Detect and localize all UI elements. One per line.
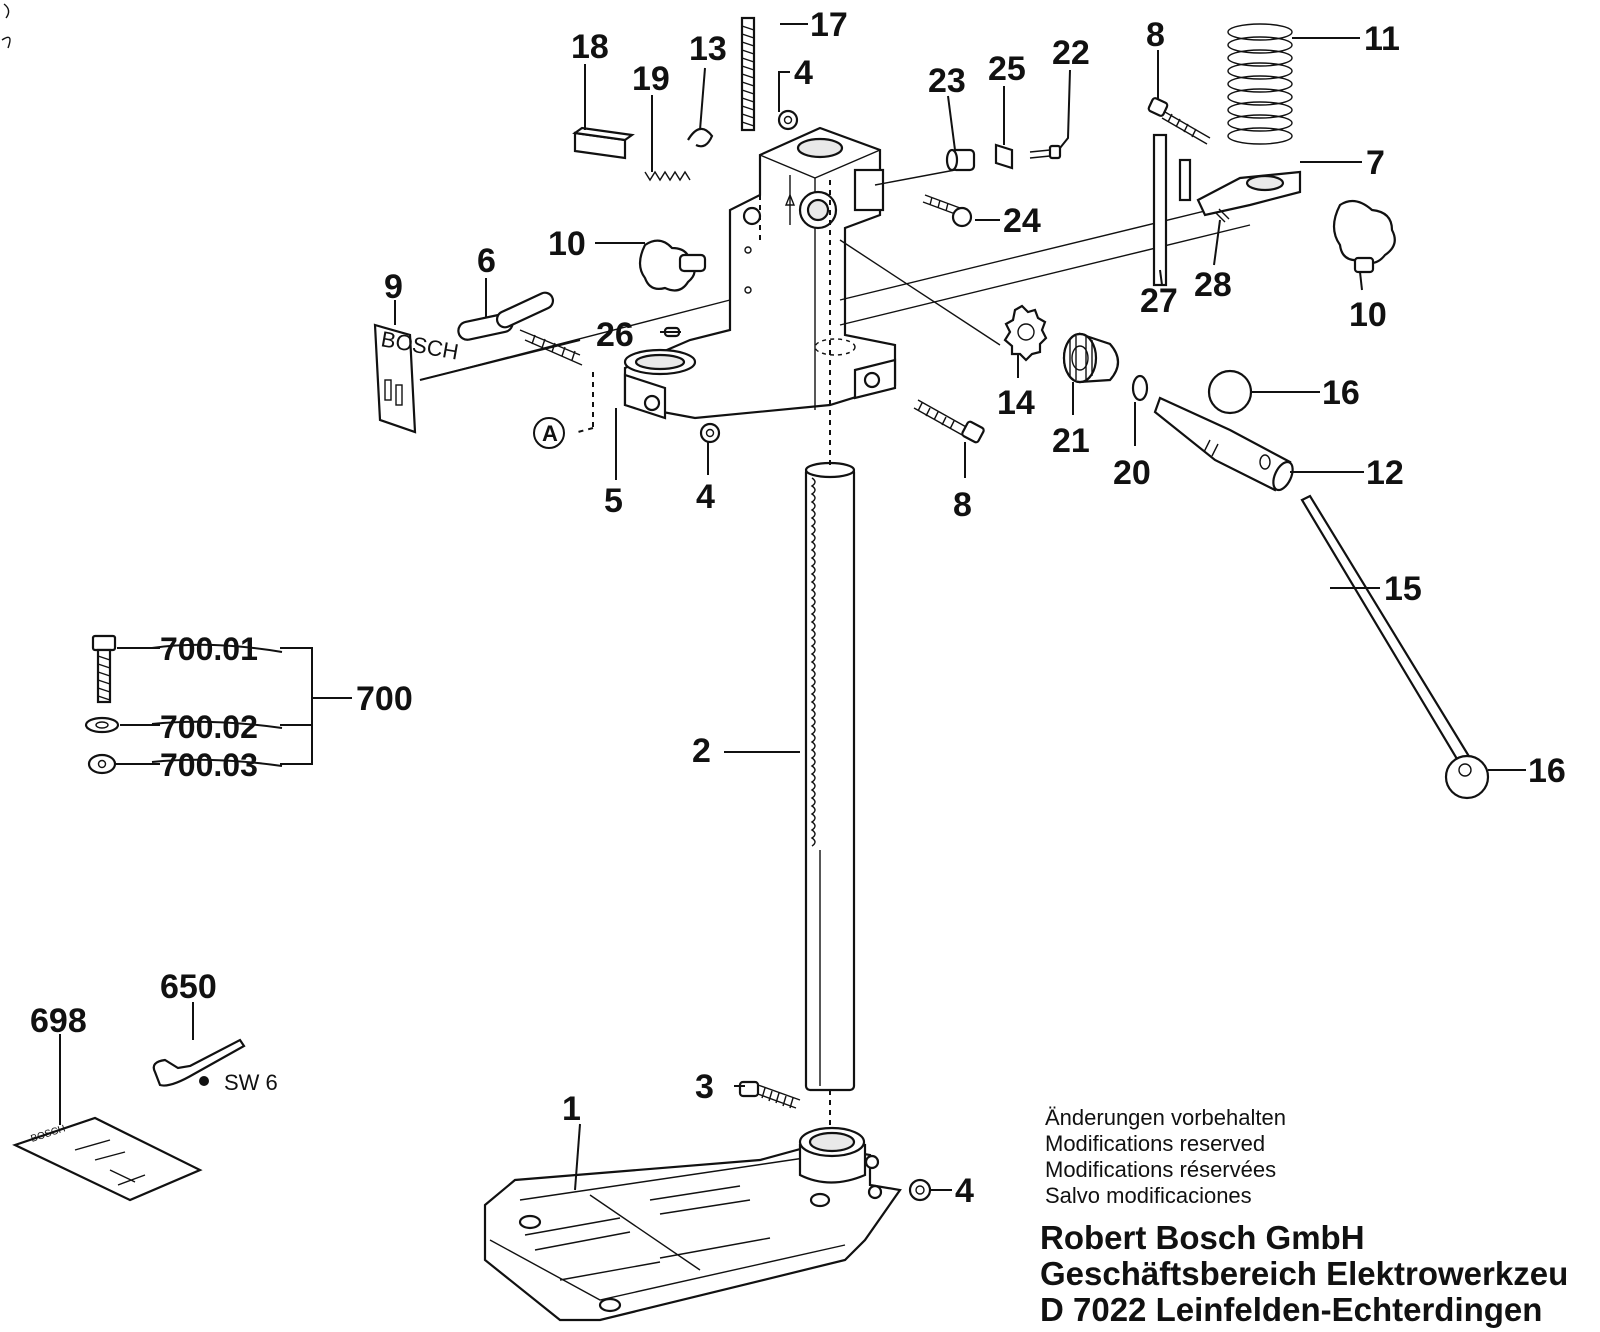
callout-7: 7 bbox=[1366, 144, 1385, 182]
callout-4-mid: 4 bbox=[696, 478, 715, 516]
callout-700-01: 700.01 bbox=[160, 631, 258, 667]
callout-22: 22 bbox=[1052, 34, 1090, 72]
bullet-dot bbox=[199, 1076, 209, 1086]
callout-700-03: 700.03 bbox=[160, 747, 258, 783]
label-plate-9-part: BOSCH bbox=[373, 323, 461, 434]
rod-27-part bbox=[1152, 133, 1168, 287]
construction-lines bbox=[419, 169, 1251, 1130]
company-line: Geschäftsbereich Elektrowerkzeu bbox=[1040, 1255, 1569, 1292]
knob-10-right-part bbox=[1332, 199, 1396, 274]
callout-18: 18 bbox=[571, 28, 609, 66]
callout-21: 21 bbox=[1052, 422, 1090, 460]
knob-10-left-part bbox=[638, 239, 707, 292]
key-18-part bbox=[572, 126, 635, 160]
callout-23: 23 bbox=[928, 62, 966, 100]
callout-8-top: 8 bbox=[1146, 16, 1165, 54]
clip-13-part bbox=[687, 127, 714, 148]
callout-6: 6 bbox=[477, 242, 496, 280]
callout-9: 9 bbox=[384, 268, 403, 306]
modifications-notice: Änderungen vorbehalten Modifications res… bbox=[1045, 1105, 1286, 1209]
callout-24: 24 bbox=[1003, 202, 1041, 240]
callout-a: A bbox=[542, 421, 558, 446]
manual-698-part: BOSCH bbox=[12, 1116, 203, 1202]
bolt-6-part bbox=[457, 291, 583, 366]
note-line: Salvo modificaciones bbox=[1045, 1183, 1252, 1208]
callout-19: 19 bbox=[632, 60, 670, 98]
callout-28: 28 bbox=[1194, 266, 1232, 304]
head-casting-part bbox=[623, 126, 897, 420]
callout-27: 27 bbox=[1140, 282, 1178, 320]
callout-14: 14 bbox=[997, 384, 1035, 422]
callout-16-bottom: 16 bbox=[1528, 752, 1566, 790]
callout-10-left: 10 bbox=[548, 225, 586, 263]
hub-21-part bbox=[1062, 332, 1120, 384]
callout-10-right: 10 bbox=[1349, 296, 1387, 334]
nut-4-top-part bbox=[777, 109, 799, 131]
screw-28-part bbox=[1214, 208, 1230, 223]
callout-15: 15 bbox=[1384, 570, 1422, 608]
pinion-14-part bbox=[1003, 304, 1048, 362]
screw-3-part bbox=[738, 1080, 801, 1109]
clip-25-part bbox=[994, 143, 1014, 170]
callout-1: 1 bbox=[562, 1090, 581, 1128]
ball-16-bottom-part bbox=[1444, 754, 1490, 800]
nut-700-03-part bbox=[87, 753, 117, 775]
callout-2: 2 bbox=[692, 732, 711, 770]
callout-labels: 1 2 3 4 4 4 5 6 7 8 8 9 10 10 11 12 13 1… bbox=[30, 6, 1566, 1210]
company-line: Robert Bosch GmbH bbox=[1040, 1219, 1365, 1256]
washer-700-02-part bbox=[84, 716, 120, 734]
callout-698: 698 bbox=[30, 1002, 87, 1040]
spring-19-part bbox=[644, 170, 691, 182]
spring-11-part bbox=[1227, 23, 1293, 145]
ring-20-part bbox=[1131, 374, 1149, 402]
screw-8-lower-part bbox=[913, 399, 985, 444]
callout-12: 12 bbox=[1366, 454, 1404, 492]
note-line: Änderungen vorbehalten bbox=[1045, 1105, 1286, 1130]
column-part bbox=[804, 461, 856, 1092]
callout-20: 20 bbox=[1113, 454, 1151, 492]
reference-circle-a bbox=[533, 417, 565, 449]
corner-scribble bbox=[1, 3, 11, 49]
base-plate-part bbox=[483, 1126, 902, 1322]
callout-700-02: 700.02 bbox=[160, 709, 258, 745]
depth-stop-7-part bbox=[1178, 158, 1302, 217]
callout-13: 13 bbox=[689, 30, 727, 68]
stud-17-part bbox=[740, 16, 756, 132]
nut-4-mid-part bbox=[699, 422, 721, 444]
rod-15-part bbox=[1300, 494, 1472, 766]
nut-4-base-part bbox=[908, 1178, 932, 1202]
sw6-label: SW 6 bbox=[224, 1070, 278, 1095]
callout-5: 5 bbox=[604, 482, 623, 520]
hex-key-650-part bbox=[152, 1038, 246, 1087]
strikethrough-marks bbox=[151, 643, 283, 767]
screw-8-top-part bbox=[1147, 97, 1211, 145]
callout-4-base: 4 bbox=[955, 1172, 974, 1210]
callout-650: 650 bbox=[160, 968, 217, 1006]
note-line: Modifications réservées bbox=[1045, 1157, 1277, 1182]
shaft-12-part bbox=[1153, 396, 1294, 492]
bolt-700-01-part bbox=[91, 634, 117, 704]
company-line: D 7022 Leinfelden-Echterdingen bbox=[1040, 1291, 1543, 1328]
callout-700: 700 bbox=[356, 680, 413, 718]
callout-17: 17 bbox=[810, 6, 848, 44]
callout-26: 26 bbox=[596, 316, 634, 354]
callout-16-top: 16 bbox=[1322, 374, 1360, 412]
callout-3: 3 bbox=[695, 1068, 714, 1106]
sleeve-23-part bbox=[945, 148, 976, 172]
callout-8-lower: 8 bbox=[953, 486, 972, 524]
leader-lines bbox=[59, 23, 1526, 1191]
ball-16-top-part bbox=[1207, 369, 1253, 415]
note-line: Modifications reserved bbox=[1045, 1131, 1266, 1156]
callout-25: 25 bbox=[988, 50, 1026, 88]
callout-4-top: 4 bbox=[794, 54, 813, 92]
screw-24-part bbox=[922, 194, 973, 228]
screw-22-part bbox=[1029, 144, 1062, 160]
company-address: Robert Bosch GmbH Geschäftsbereich Elekt… bbox=[1040, 1220, 1568, 1328]
callout-11: 11 bbox=[1364, 20, 1400, 58]
